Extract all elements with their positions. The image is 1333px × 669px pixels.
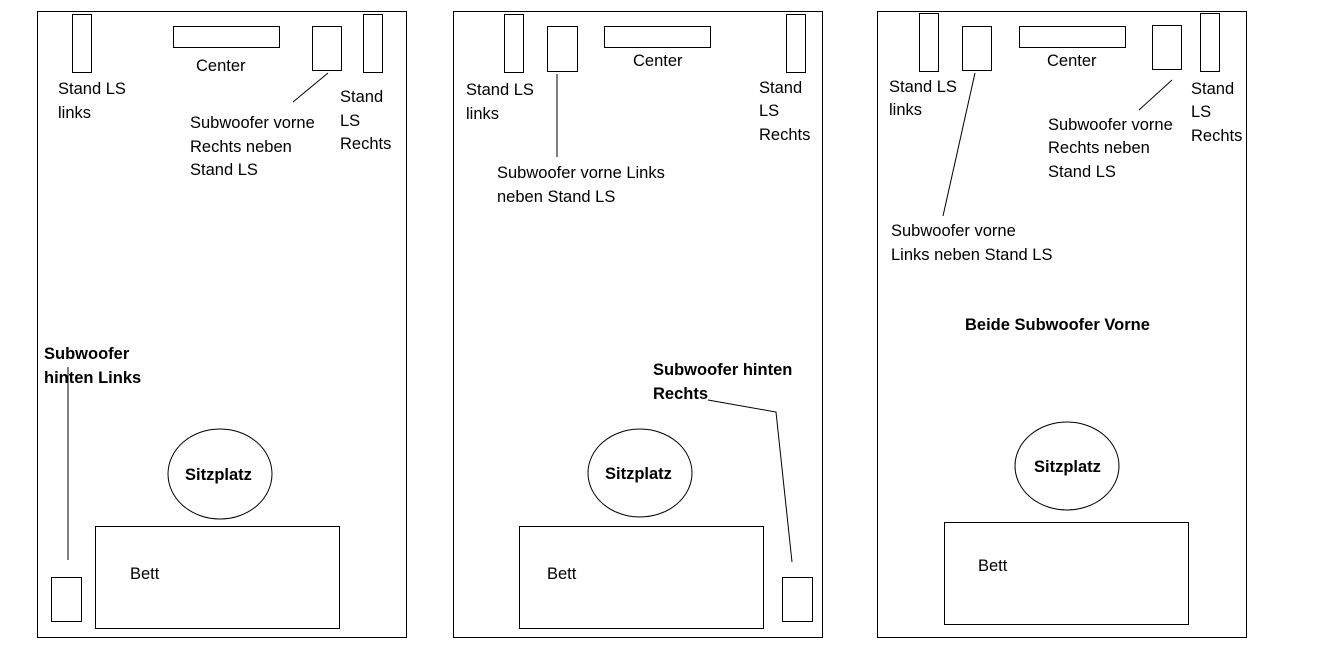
label-sub-front-left: Subwoofer vorne Links neben Stand LS [497,164,669,206]
label-sub-rear-right: Subwoofer hinten Rechts [653,361,797,403]
subwoofer-rear-right [782,577,813,622]
label-stand-ls-rechts: Stand LS Rechts [759,79,810,144]
stand-speaker-left [504,14,524,73]
stand-speaker-right [786,14,806,73]
callout-line-sub-front-right [292,72,329,103]
label-both-front: Beide Subwoofer Vorne [965,316,1150,334]
bed-rectangle [95,526,340,629]
callout-line-sub-front-right [1138,79,1173,111]
label-bed: Bett [547,565,577,583]
room-diagram-3: Stand LS links Center Stand LS Rechts Su… [877,11,1247,638]
seat-ellipse [1014,421,1120,511]
room-outline [877,11,1247,638]
label-stand-ls-links: Stand LS links [58,80,130,122]
label-stand-ls-links: Stand LS links [889,78,961,119]
label-sub-rear-left: Subwoofer hinten Links [44,345,141,387]
label-stand-ls-rechts: Stand LS Rechts [1191,80,1242,145]
subwoofer-front-left [547,26,578,72]
callout-line-sub-rear [707,399,793,563]
label-stand-ls-links: Stand LS links [466,81,538,123]
label-stand-ls-rechts: Stand LS Rechts [340,88,391,153]
subwoofer-front-left [962,26,992,71]
stand-speaker-right [363,14,383,73]
bed-rectangle [944,522,1189,625]
stand-speaker-left [919,13,939,72]
label-seat: Sitzplatz [605,465,672,483]
bed-rectangle [519,526,764,629]
label-sub-front-right: Subwoofer vorne Rechts neben Stand LS [1048,116,1177,181]
label-bed: Bett [978,557,1008,575]
seat-ellipse [167,428,273,520]
label-sub-front-left: Subwoofer vorne Links neben Stand LS [891,222,1052,264]
label-sub-front-right: Subwoofer vorne Rechts neben Stand LS [190,114,319,179]
label-seat: Sitzplatz [1034,458,1101,476]
center-speaker [173,26,280,48]
label-seat: Sitzplatz [185,466,252,484]
label-center: Center [196,57,246,75]
center-speaker [604,26,711,48]
stand-speaker-right [1200,13,1220,72]
callout-line-sub-front-left [942,72,976,217]
room-diagram-2: Stand LS links Center Stand LS Rechts Su… [453,11,823,638]
room-outline [453,11,823,638]
label-center: Center [1047,52,1097,70]
room-outline [37,11,407,638]
subwoofer-rear-left [51,577,82,622]
subwoofer-front-right [1152,25,1182,70]
center-speaker [1019,26,1126,48]
seat-ellipse [587,428,693,518]
stand-speaker-left [72,14,92,73]
room-diagram-1: Stand LS links Center Stand LS Rechts Su… [37,11,407,638]
label-bed: Bett [130,565,160,583]
label-center: Center [633,52,683,70]
subwoofer-front-right [312,26,342,71]
